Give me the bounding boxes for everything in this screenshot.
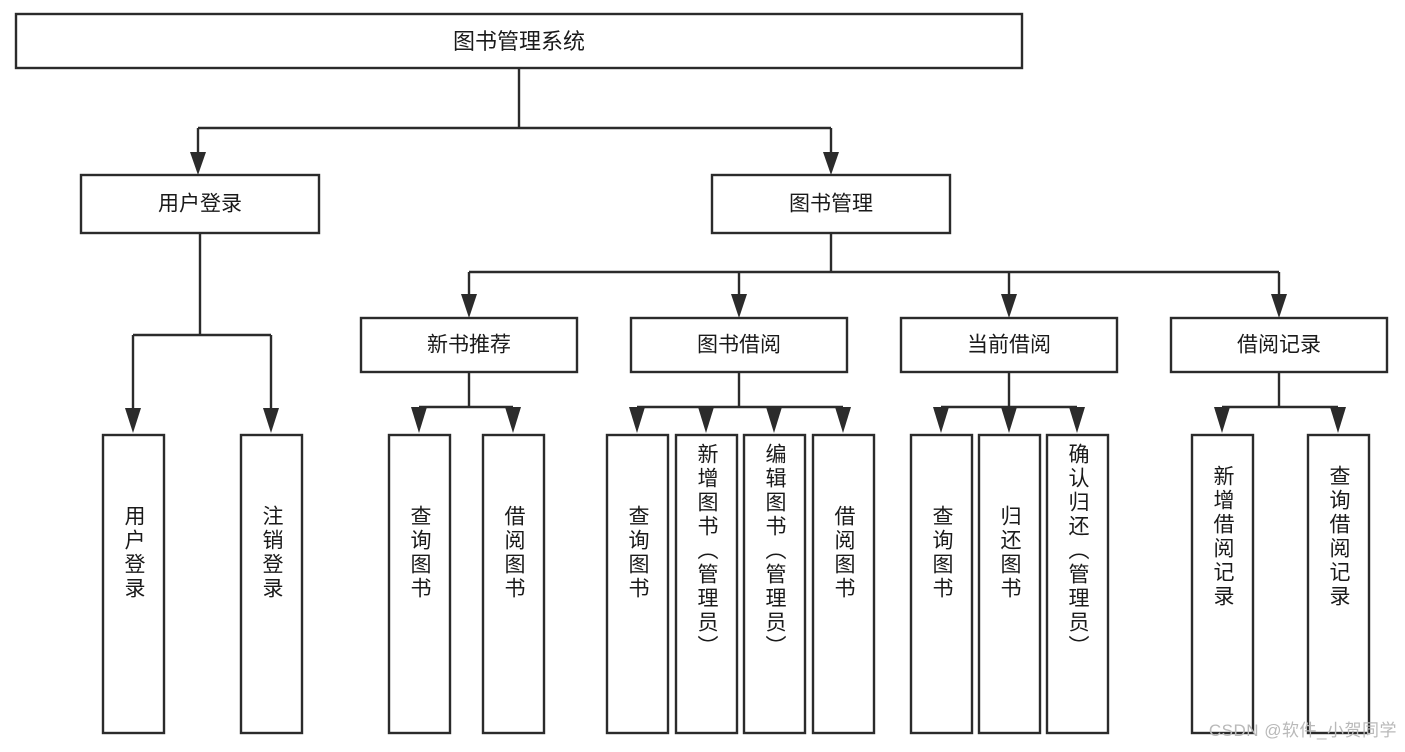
- leaf-logout[interactable]: [239, 433, 304, 735]
- leaf-confirm-return-admin[interactable]: [1045, 433, 1110, 735]
- node-book-management[interactable]: [710, 173, 952, 235]
- node-current-borrow-label: 当前借阅: [967, 334, 1051, 357]
- node-new-book-recommend-label: 新书推荐: [427, 334, 511, 357]
- arrow-leaf-borrow-book-bb: [835, 407, 851, 433]
- leaf-borrow-book-borrow[interactable]: [811, 433, 876, 735]
- watermark-text: CSDN @软件_小贺同学: [1208, 721, 1397, 740]
- arrow-leaf-logout: [263, 408, 279, 433]
- arrow-leaf-query-record: [1330, 407, 1346, 433]
- arrow-leaf-return-book: [1001, 407, 1017, 433]
- node-new-book-recommend[interactable]: [359, 316, 579, 374]
- leaf-borrow-book-recommend[interactable]: [481, 433, 546, 735]
- node-current-borrow[interactable]: [899, 316, 1119, 374]
- leaf-return-book[interactable]: [977, 433, 1042, 735]
- node-borrow-records-label: 借阅记录: [1237, 334, 1321, 357]
- arrow-leaf-query-book-cb: [933, 407, 949, 433]
- node-root-book-management-system[interactable]: [14, 12, 1024, 70]
- arrow-leaf-confirm-return: [1069, 407, 1085, 433]
- node-borrow-records[interactable]: [1169, 316, 1389, 374]
- node-book-borrow-label: 图书借阅: [697, 334, 781, 357]
- leaf-edit-book-admin[interactable]: [742, 433, 807, 735]
- leaf-add-borrow-record[interactable]: [1190, 433, 1255, 735]
- arrow-book-borrow: [731, 294, 747, 318]
- leaf-query-book-current[interactable]: [909, 433, 974, 735]
- leaf-query-book-borrow[interactable]: [605, 433, 670, 735]
- arrow-current-borrow: [1001, 294, 1017, 318]
- node-root-label: 图书管理系统: [453, 29, 585, 54]
- arrow-leaf-edit-book: [766, 407, 782, 433]
- arrow-user-login: [190, 152, 206, 175]
- leaf-add-book-admin[interactable]: [674, 433, 739, 735]
- node-user-login-label: 用户登录: [158, 193, 242, 216]
- arrow-leaf-query-book-nb: [411, 407, 427, 433]
- node-book-borrow[interactable]: [629, 316, 849, 374]
- arrow-leaf-add-record: [1214, 407, 1230, 433]
- arrow-leaf-add-book: [698, 407, 714, 433]
- arrow-leaf-borrow-book-nb: [505, 407, 521, 433]
- leaf-user-login[interactable]: [101, 433, 166, 735]
- node-book-management-label: 图书管理: [789, 193, 873, 216]
- arrow-borrow-records: [1271, 294, 1287, 318]
- arrow-leaf-query-book-bb: [629, 407, 645, 433]
- arrow-leaf-user-login: [125, 408, 141, 433]
- arrow-new-book-recommend: [461, 294, 477, 318]
- leaf-query-book-recommend[interactable]: [387, 433, 452, 735]
- arrow-book-manage: [823, 152, 839, 175]
- leaf-query-borrow-record[interactable]: [1306, 433, 1371, 735]
